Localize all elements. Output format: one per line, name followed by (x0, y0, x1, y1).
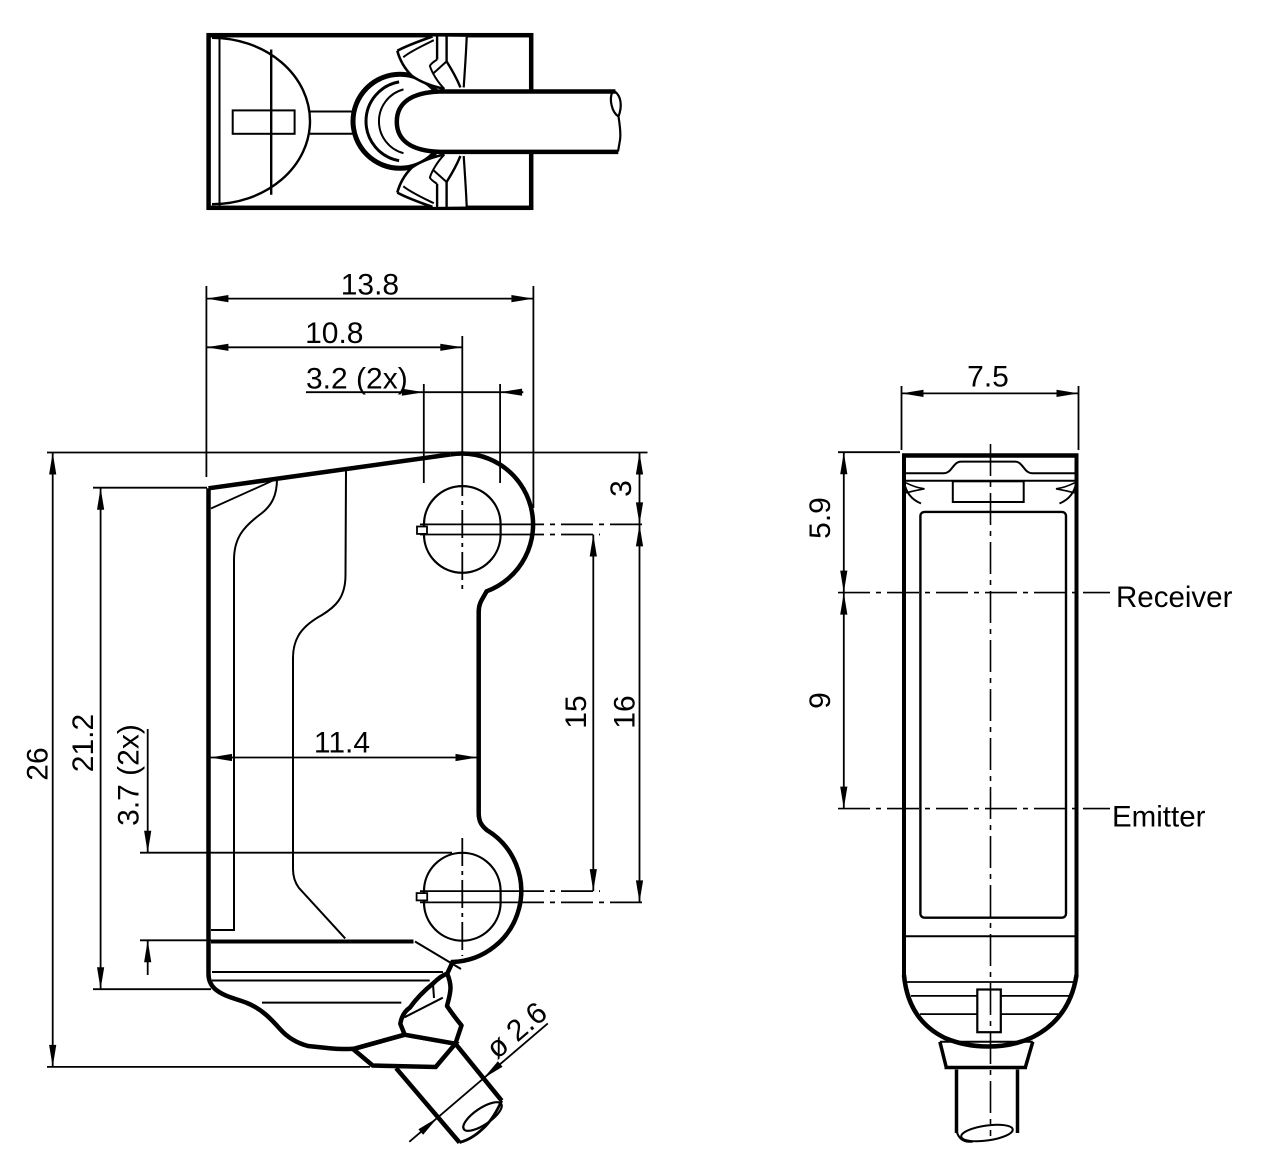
front-hole-bottom-key-tab (415, 892, 429, 902)
side-shoulder-left (903, 481, 922, 505)
dim-hole-slot-height: 3.7 (2x) (113, 724, 152, 975)
side-window-frame (919, 510, 1068, 919)
side-shoulder-right (1059, 481, 1078, 505)
dim-width-total: 13.8 (205, 269, 535, 508)
dim-emitter-spacing-label: 9 (804, 692, 837, 709)
side-gland-side-left (938, 1041, 948, 1068)
top-view-gland-crescent-arc (364, 80, 400, 163)
front-cable-edge-lower (394, 1066, 462, 1144)
dim-side-width: 7.5 (900, 360, 1080, 450)
dim-width-total-label: 13.8 (341, 269, 399, 302)
side-cable-entry-block (976, 988, 1002, 1034)
dim-side-width-label: 7.5 (967, 360, 1009, 393)
front-gland-boss-facet-line (404, 996, 444, 1019)
dim-hole-top-offset: 3 (47, 451, 648, 525)
front-inner-contour-mid (292, 469, 347, 940)
dim-hole-span-outer-label: 16 (609, 695, 642, 728)
side-view (838, 444, 1110, 1143)
front-hole-top (416, 336, 648, 590)
top-view-cable-end-curve (616, 116, 622, 152)
dim-receiver-offset: 5.9 (804, 451, 900, 593)
dim-hole-span-inner: 15 (560, 534, 597, 892)
front-hole-bottom (415, 838, 648, 956)
side-clip-tab (951, 480, 1025, 503)
front-dimensions: 13.8 10.8 3.2 (2x) 3 16 (22, 269, 648, 1143)
side-cap-wedge-right (1055, 482, 1075, 494)
dim-hole-top-offset-label: 3 (605, 480, 638, 497)
front-outline-right-lobes (445, 451, 536, 975)
front-corner-bevel-line (210, 477, 278, 510)
side-cap-wedge-left (905, 482, 925, 494)
top-view-strain-relief-fins-bottom (396, 153, 468, 209)
top-view-cable-outline (394, 89, 619, 155)
front-inner-contour-left (211, 478, 278, 931)
dim-height-body-label: 21.2 (67, 714, 100, 772)
dim-emitter-spacing: 9 (804, 592, 848, 809)
top-view-lens-dome-arc (211, 36, 312, 206)
front-cable-end-cap (459, 1100, 503, 1144)
front-gland-boss-facet-line-2 (432, 983, 435, 999)
front-cable-edge-upper (453, 1042, 504, 1103)
top-view (206, 32, 622, 211)
label-emitter: Emitter (1112, 801, 1206, 834)
dim-height-body: 21.2 (67, 486, 211, 991)
side-cable-end-curve (955, 1130, 974, 1143)
dim-hole-diameter: 3.2 (2x) (306, 363, 524, 483)
dim-hole-span-inner-label: 15 (560, 695, 593, 728)
front-cable-end-cut-ellipse (462, 1101, 503, 1132)
top-view-gland-crescent-arc-inner (378, 88, 404, 155)
front-outline-top (208, 452, 452, 491)
dim-width-body: 11.4 (210, 726, 478, 762)
top-view-strain-relief-fins-top (396, 35, 468, 91)
dim-receiver-offset-label: 5.9 (804, 497, 837, 539)
side-cable-end-cut-ellipse (960, 1123, 1014, 1143)
dim-width-to-hole-center-label: 10.8 (305, 317, 363, 350)
front-view (140, 336, 648, 1144)
side-dimensions: 7.5 5.9 9 Receiver Emitter (804, 360, 1233, 833)
dim-width-to-hole-center: 10.8 (206, 317, 463, 351)
top-view-cable-end-cut-loop (609, 90, 622, 119)
side-cap-clip-profile-line (904, 460, 1077, 475)
dim-height-total: 26 (22, 452, 370, 1068)
side-outline-bottom-dome (901, 974, 1079, 1049)
label-receiver: Receiver (1116, 581, 1233, 614)
front-hole-top-key-tab (416, 525, 428, 535)
dim-width-body-label: 11.4 (314, 726, 370, 759)
top-view-cable-body (396, 91, 621, 152)
dim-height-total-label: 26 (22, 747, 55, 780)
dim-hole-span-outer: 16 (609, 524, 644, 903)
top-view-center-block (231, 109, 296, 135)
dim-hole-diameter-label: 3.2 (2x) (306, 363, 408, 396)
front-gland-boss (398, 971, 464, 1046)
dim-hole-slot-height-label: 3.7 (2x) (113, 724, 146, 826)
side-gland-side-right (1023, 1041, 1035, 1068)
front-outline-left (206, 488, 406, 1052)
